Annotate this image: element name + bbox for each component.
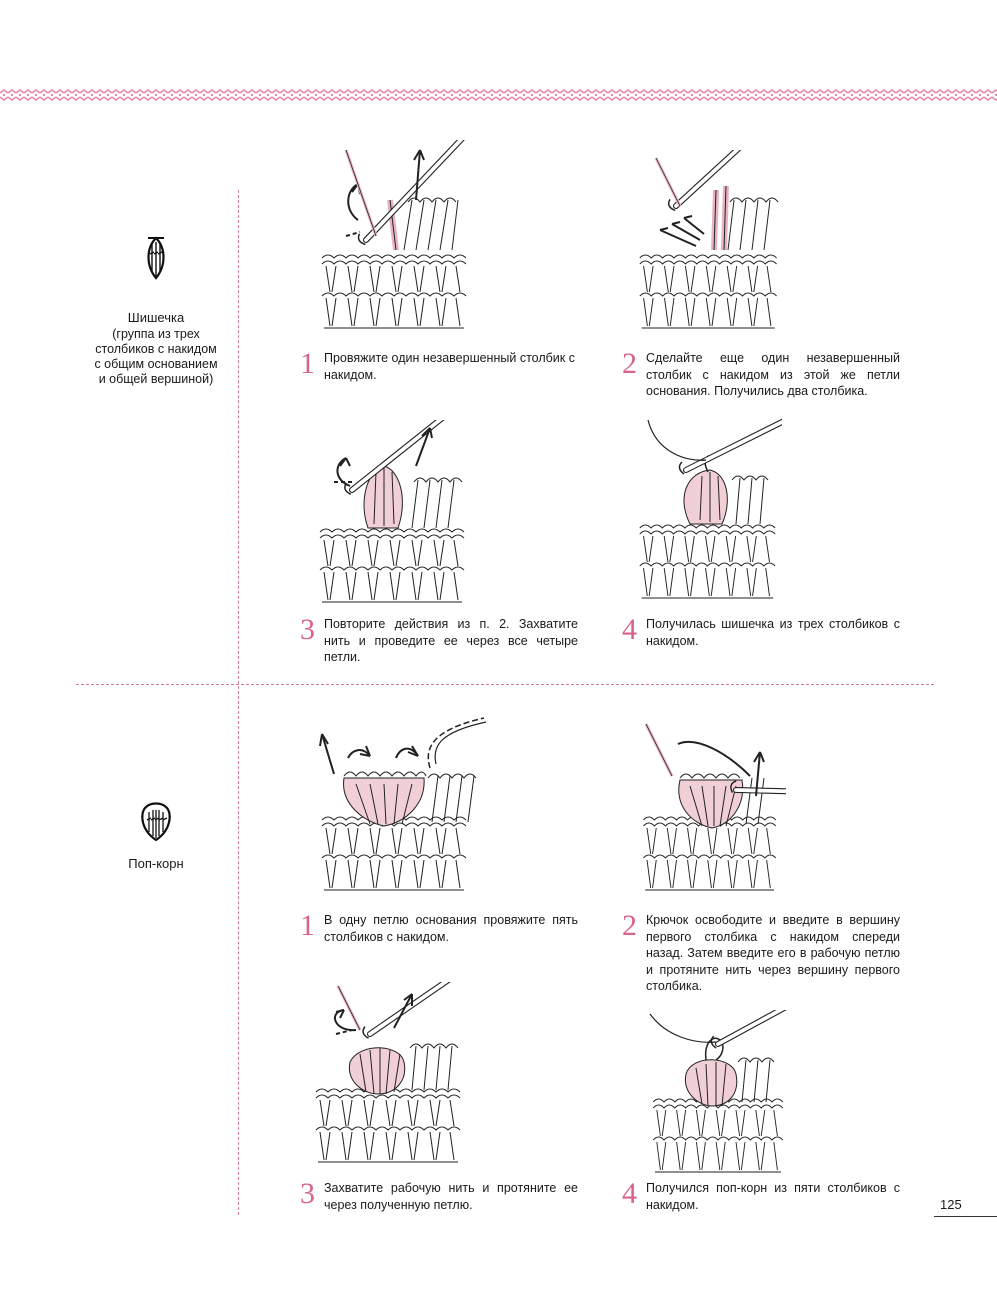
step-text: Захватите рабочую нить и протяните ее че… bbox=[324, 1181, 578, 1212]
step-text: Получилась шишечка из трех столбиков с н… bbox=[646, 617, 900, 648]
step-number: 3 bbox=[300, 613, 315, 646]
bobble-stitch-symbol-icon bbox=[147, 236, 165, 280]
step-number: 3 bbox=[300, 1177, 315, 1210]
popcorn-step-2: 2 Крючок освободите и введите в вершину … bbox=[622, 909, 900, 995]
bobble-step1-illustration bbox=[317, 140, 472, 331]
step-text: Провяжите один незавершенный столбик с н… bbox=[324, 351, 575, 382]
popcorn-stitch-symbol-icon bbox=[141, 802, 171, 842]
decorative-top-border bbox=[0, 88, 997, 104]
popcorn-step-1: 1 В одну петлю основания провяжите пять … bbox=[300, 909, 578, 945]
bobble-step-4: 4 Получилась шишечка из трех столбиков с… bbox=[622, 613, 900, 649]
stitch-description-line: с общим основанием bbox=[94, 356, 218, 371]
step-text: В одну петлю основания провяжите пять ст… bbox=[324, 913, 578, 944]
bobble-section-label: Шишечка (группа из трех столбиков с наки… bbox=[76, 234, 236, 387]
popcorn-step1-illustration bbox=[317, 717, 487, 893]
bobble-step-3: 3 Повторите действия из п. 2. Захватите … bbox=[300, 613, 578, 666]
step-number: 1 bbox=[300, 347, 315, 380]
step-number: 2 bbox=[622, 909, 637, 942]
section-divider bbox=[76, 684, 934, 685]
popcorn-step4-illustration bbox=[649, 1010, 794, 1175]
step-text: Сделайте еще один незавершенный столбик … bbox=[646, 351, 900, 398]
stitch-description-line: и общей вершиной) bbox=[98, 371, 214, 386]
stitch-description-line: столбиков с накидом bbox=[95, 341, 217, 356]
step-text: Получился поп-корн из пяти столбиков с н… bbox=[646, 1181, 900, 1212]
bobble-step-2: 2 Сделайте еще один незавершенный столби… bbox=[622, 347, 900, 400]
bobble-step4-illustration bbox=[636, 416, 782, 600]
popcorn-section-label: Поп-корн bbox=[76, 800, 236, 873]
step-text: Крючок освободите и введите в вершину пе… bbox=[646, 913, 900, 993]
stitch-name: Шишечка bbox=[127, 310, 185, 325]
step-number: 4 bbox=[622, 1177, 637, 1210]
page-number: 125 bbox=[940, 1197, 962, 1212]
popcorn-step2-illustration bbox=[639, 716, 786, 892]
popcorn-step-4: 4 Получился поп-корн из пяти столбиков с… bbox=[622, 1177, 900, 1213]
step-number: 4 bbox=[622, 613, 637, 646]
bobble-step-1: 1 Провяжите один незавершенный столбик с… bbox=[300, 347, 575, 383]
vertical-divider bbox=[238, 190, 239, 1215]
popcorn-step3-illustration bbox=[311, 982, 474, 1165]
step-text: Повторите действия из п. 2. Захватите ни… bbox=[324, 617, 578, 664]
stitch-description-line: (группа из трех bbox=[112, 326, 200, 341]
bobble-step2-illustration bbox=[636, 150, 782, 330]
bobble-step3-illustration bbox=[315, 420, 474, 604]
step-number: 2 bbox=[622, 347, 637, 380]
step-number: 1 bbox=[300, 909, 315, 942]
stitch-name: Поп-корн bbox=[128, 856, 184, 871]
popcorn-step-3: 3 Захватите рабочую нить и протяните ее … bbox=[300, 1177, 578, 1213]
page-number-rule bbox=[934, 1216, 997, 1217]
